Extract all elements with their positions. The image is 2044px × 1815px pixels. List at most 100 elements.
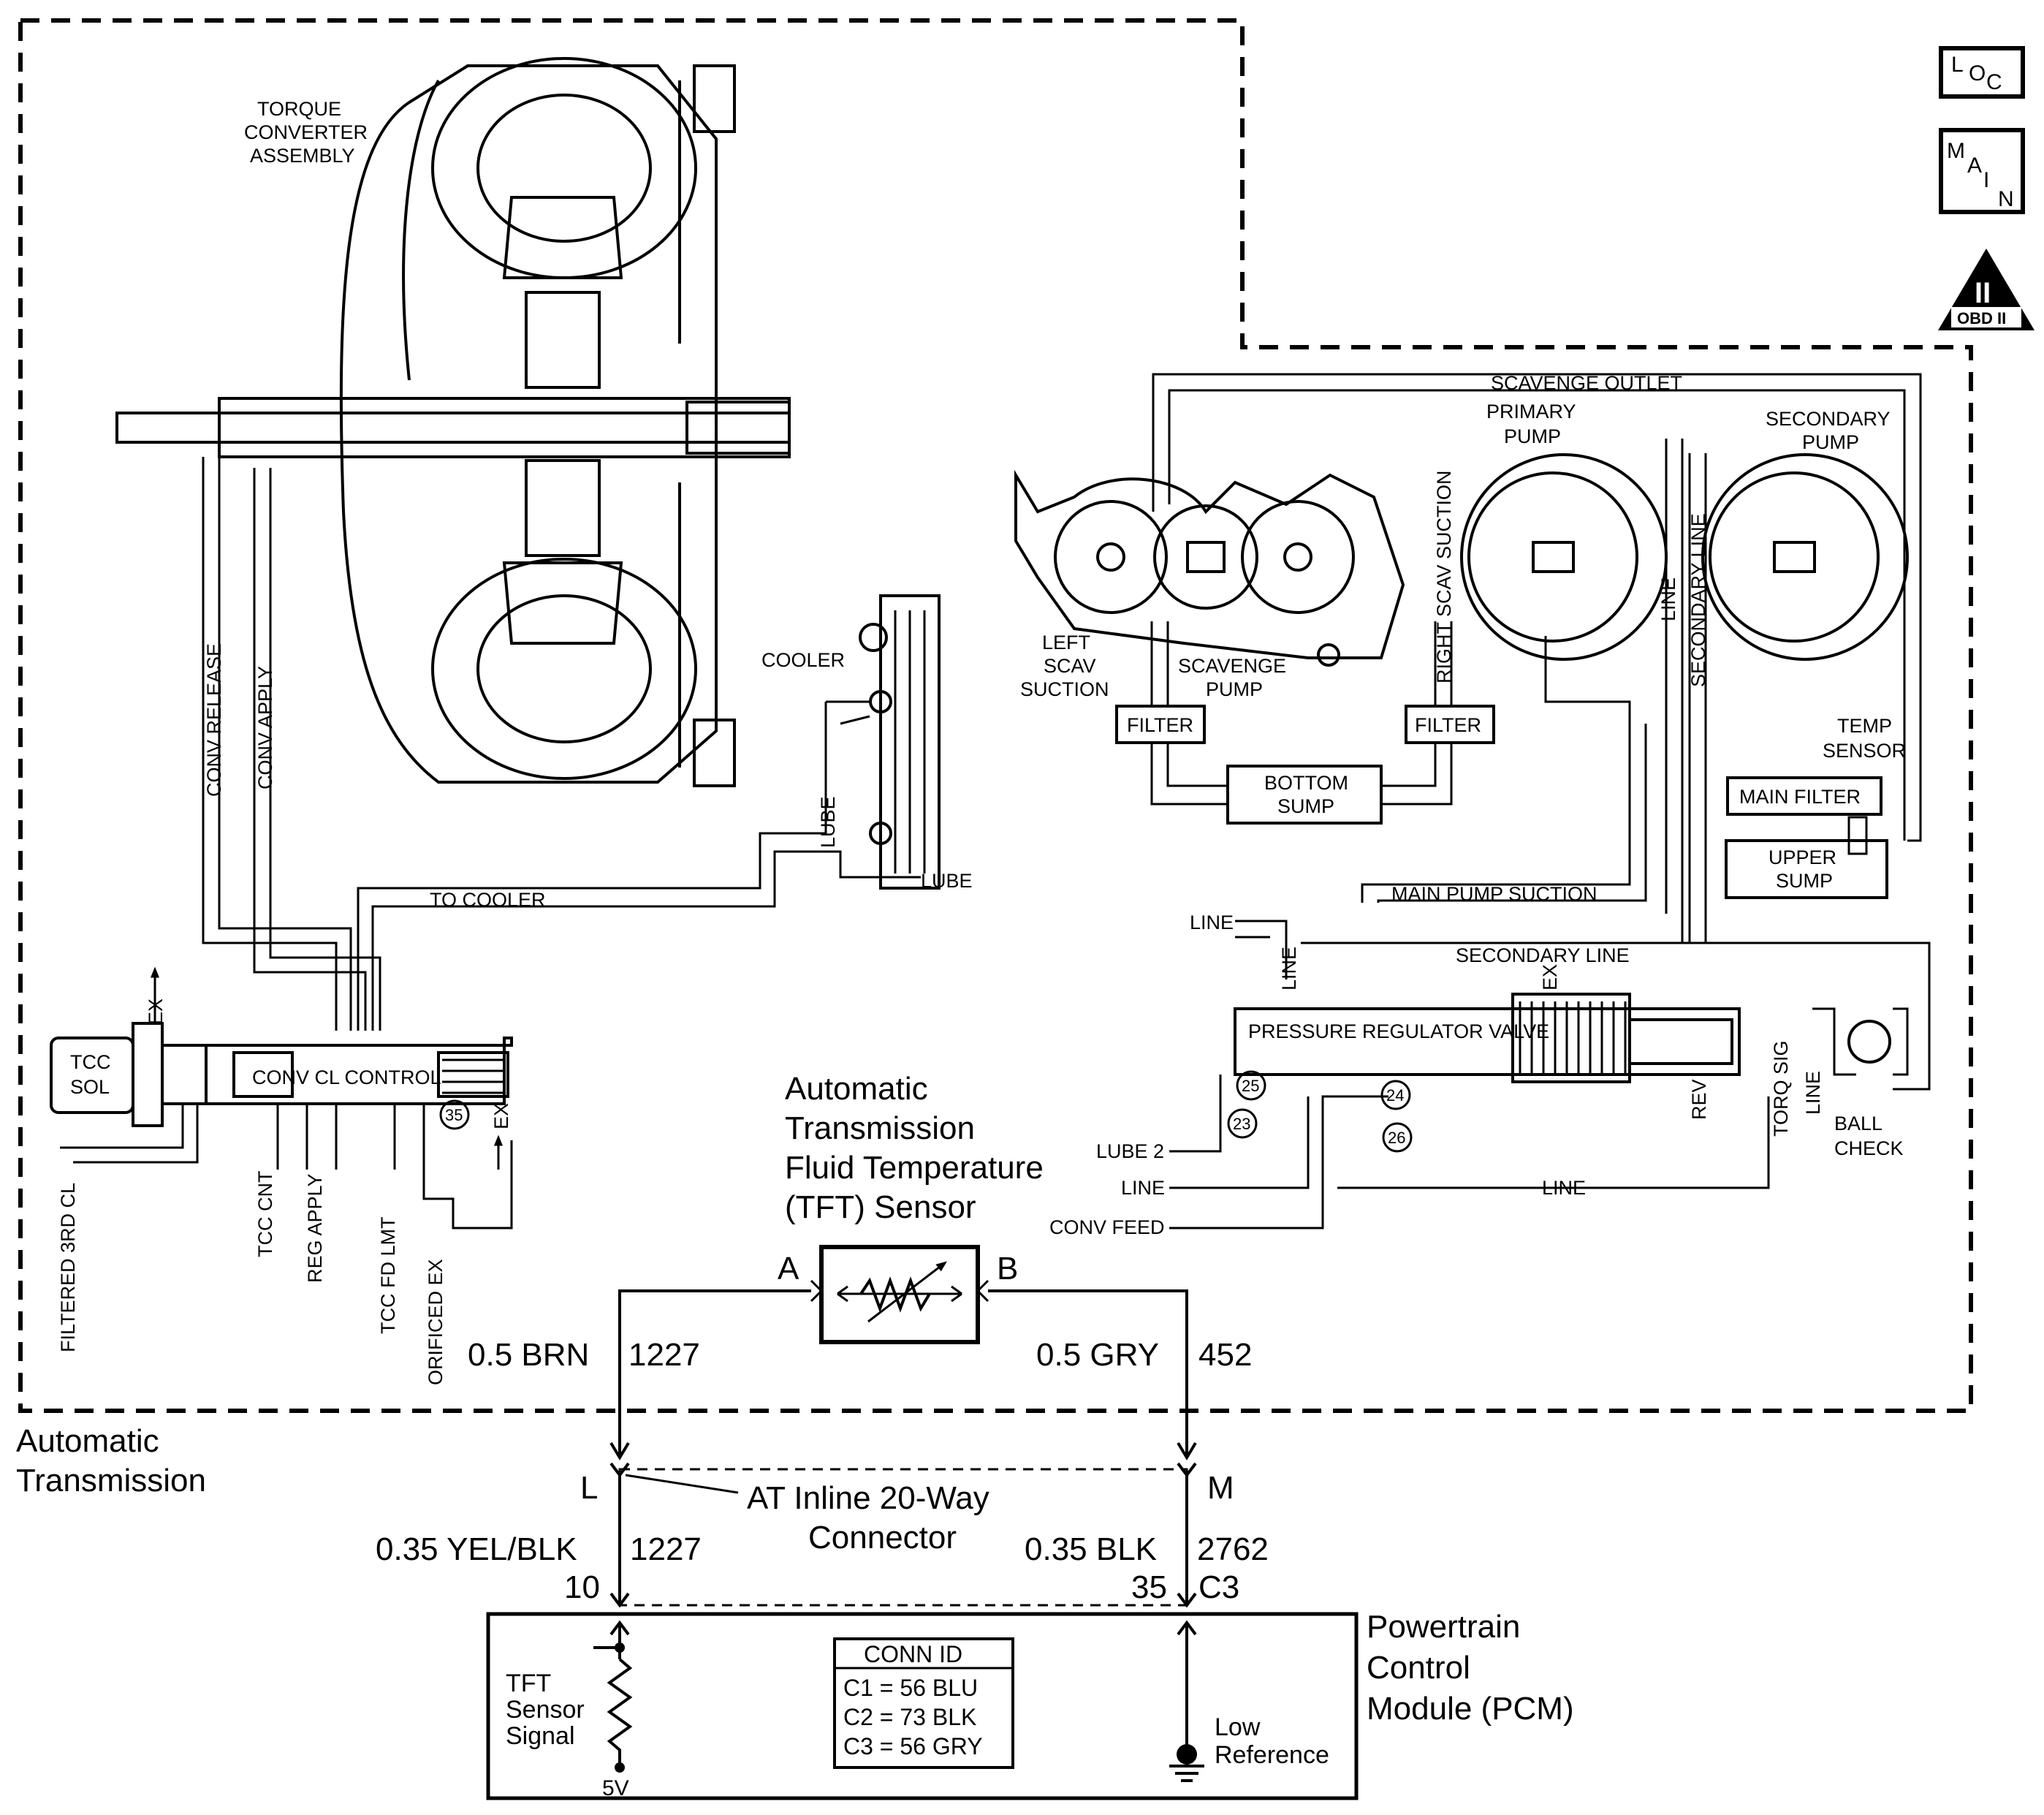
five-v-label: 5V [602,1776,629,1800]
primary-pump-label: PRIMARY [1486,401,1576,423]
torque-converter-label: CONVERTER [244,121,368,143]
obd-ii-icon[interactable]: II OBD II [1938,249,2034,330]
svg-text:FILTER: FILTER [1415,714,1481,736]
filter-right[interactable]: FILTER [1405,705,1495,744]
scavenge-pump-label: SCAVENGE [1178,655,1286,677]
svg-text:24: 24 [1386,1086,1404,1104]
left-scav-label: SUCTION [1020,678,1109,700]
conn-id-row: C1 = 56 BLU [843,1675,978,1701]
temp-sensor-label: SENSOR [1823,740,1906,762]
temp-sensor-label: TEMP [1837,715,1892,737]
pcm-wire-left-size: 0.35 YEL/BLK [376,1531,577,1567]
line-left-label: LINE [1190,912,1234,933]
wire-right [988,1289,1188,1455]
conv-apply-line [253,468,381,1031]
secondary-line [1301,941,1931,1091]
svg-text:M: M [1947,139,1965,163]
filter-left[interactable]: FILTER [1115,705,1206,744]
line-vert2-label: LINE [1278,947,1300,990]
loc-button[interactable]: L O C [1939,46,2025,99]
torque-converter [115,57,791,787]
svg-text:II: II [1975,277,1991,309]
pcm-wire-left-circuit: 1227 [630,1531,702,1567]
secondary-pump [1701,453,1909,661]
wire-right-size: 0.5 GRY [1036,1337,1159,1373]
transmission-boundary [18,18,1973,1413]
svg-text:SUMP: SUMP [1277,795,1334,817]
conn-id-table: CONN ID C1 = 56 BLU C2 = 73 BLK C3 = 56 … [833,1637,1014,1769]
svg-text:FILTER: FILTER [1127,714,1193,736]
svg-text:N: N [1998,187,2014,211]
main-button[interactable]: M A I N [1939,128,2025,214]
svg-text:O: O [1969,61,1986,86]
ex-label: EX [145,999,167,1025]
wire-left [618,1289,811,1455]
conn-id-row: C2 = 73 BLK [843,1704,976,1730]
svg-text:I: I [1983,168,1989,192]
line-left [1235,920,1288,980]
low-reference-label: Low [1215,1713,1261,1741]
left-scav-label: LEFT [1042,632,1090,653]
conv-release-line [202,457,352,1031]
tft-signal-circuit [593,1620,633,1773]
line-in-label: LINE [1121,1177,1165,1199]
conn-id-row: C3 = 56 GRY [843,1733,983,1759]
ball-check-label: CHECK [1834,1137,1904,1159]
upper-sump: UPPER SUMP [1725,816,1888,899]
region-label-transmission: Transmission [16,1463,206,1498]
filtered-3rd-cl-label: FILTERED 3RD CL [57,1183,79,1352]
primary-pump-label: PUMP [1504,425,1561,447]
low-reference-label: Reference [1215,1741,1329,1769]
secondary-line-label: SECONDARY LINE [1456,944,1630,966]
ball-check-label: BALL [1834,1113,1882,1134]
pcm-name: Module (PCM) [1367,1691,1574,1727]
svg-text:(TFT) Sensor: (TFT) Sensor [785,1189,976,1225]
pcm-wire-right-circuit: 2762 [1197,1531,1269,1567]
left-scav-label: SCAV [1044,655,1096,677]
ex-right-label: EX [490,1103,512,1129]
pcm-name: Control [1367,1650,1470,1686]
svg-text:23: 23 [1233,1115,1250,1133]
svg-text:C: C [1986,70,2002,94]
secondary-pump-label: PUMP [1802,431,1859,453]
orifice-23: 23 [1227,1108,1258,1139]
sensor-pin-b: B [997,1251,1018,1287]
line-bottom-label: LINE [1542,1177,1586,1199]
svg-text:Automatic: Automatic [785,1071,928,1107]
to-cooler-label: TO COOLER [430,889,546,911]
tcc-sol-label: SOL [70,1076,110,1098]
svg-text:OBD II: OBD II [1957,309,2006,327]
torq-sig-label: TORQ SIG [1770,1040,1792,1137]
scavenge-pump-label: PUMP [1206,678,1263,700]
main-filter[interactable]: MAIN FILTER [1726,776,1882,816]
pcm-pin-35: 35 [1131,1569,1167,1605]
pcm-name: Powertrain [1367,1609,1520,1645]
conv-cl-control-label: CONV CL CONTROL [252,1066,441,1088]
orificed-ex-label: ORIFICED EX [425,1259,447,1385]
connector-pin-m: M [1207,1470,1234,1506]
main-pump-suction-label: MAIN PUMP SUCTION [1391,883,1597,905]
tft-signal-label: Sensor [506,1696,585,1724]
tcc-cnt-label: TCC CNT [254,1171,276,1257]
svg-text:Transmission: Transmission [785,1110,975,1146]
tft-signal-label: Signal [506,1722,575,1750]
conv-cl-control-valve [60,1037,513,1229]
rev-label: REV [1688,1079,1710,1120]
orifice-24: 24 [1380,1080,1411,1110]
svg-text:SUMP: SUMP [1776,870,1833,892]
bottom-sump: BOTTOM SUMP [1226,765,1383,825]
conv-feed-label: CONV FEED [1049,1216,1165,1238]
secondary-line-vertical-label: SECONDARY LINE [1687,513,1709,687]
scavenge-pump-gears [1014,469,1405,667]
lube-2-label: LUBE 2 [1096,1140,1164,1162]
scavenge-outlet-line [1152,373,1922,842]
scavenge-outlet-label: SCAVENGE OUTLET [1491,372,1682,394]
svg-text:Fluid Temperature: Fluid Temperature [785,1150,1044,1186]
tft-sensor-title: Automatic Transmission Fluid Temperature… [785,1071,1044,1225]
valve-35-marker: 35 [439,1099,470,1130]
connector-pin-l: L [580,1470,598,1506]
pcm-pin-10: 10 [564,1569,600,1605]
pressure-regulator-valve [1234,993,1909,1083]
